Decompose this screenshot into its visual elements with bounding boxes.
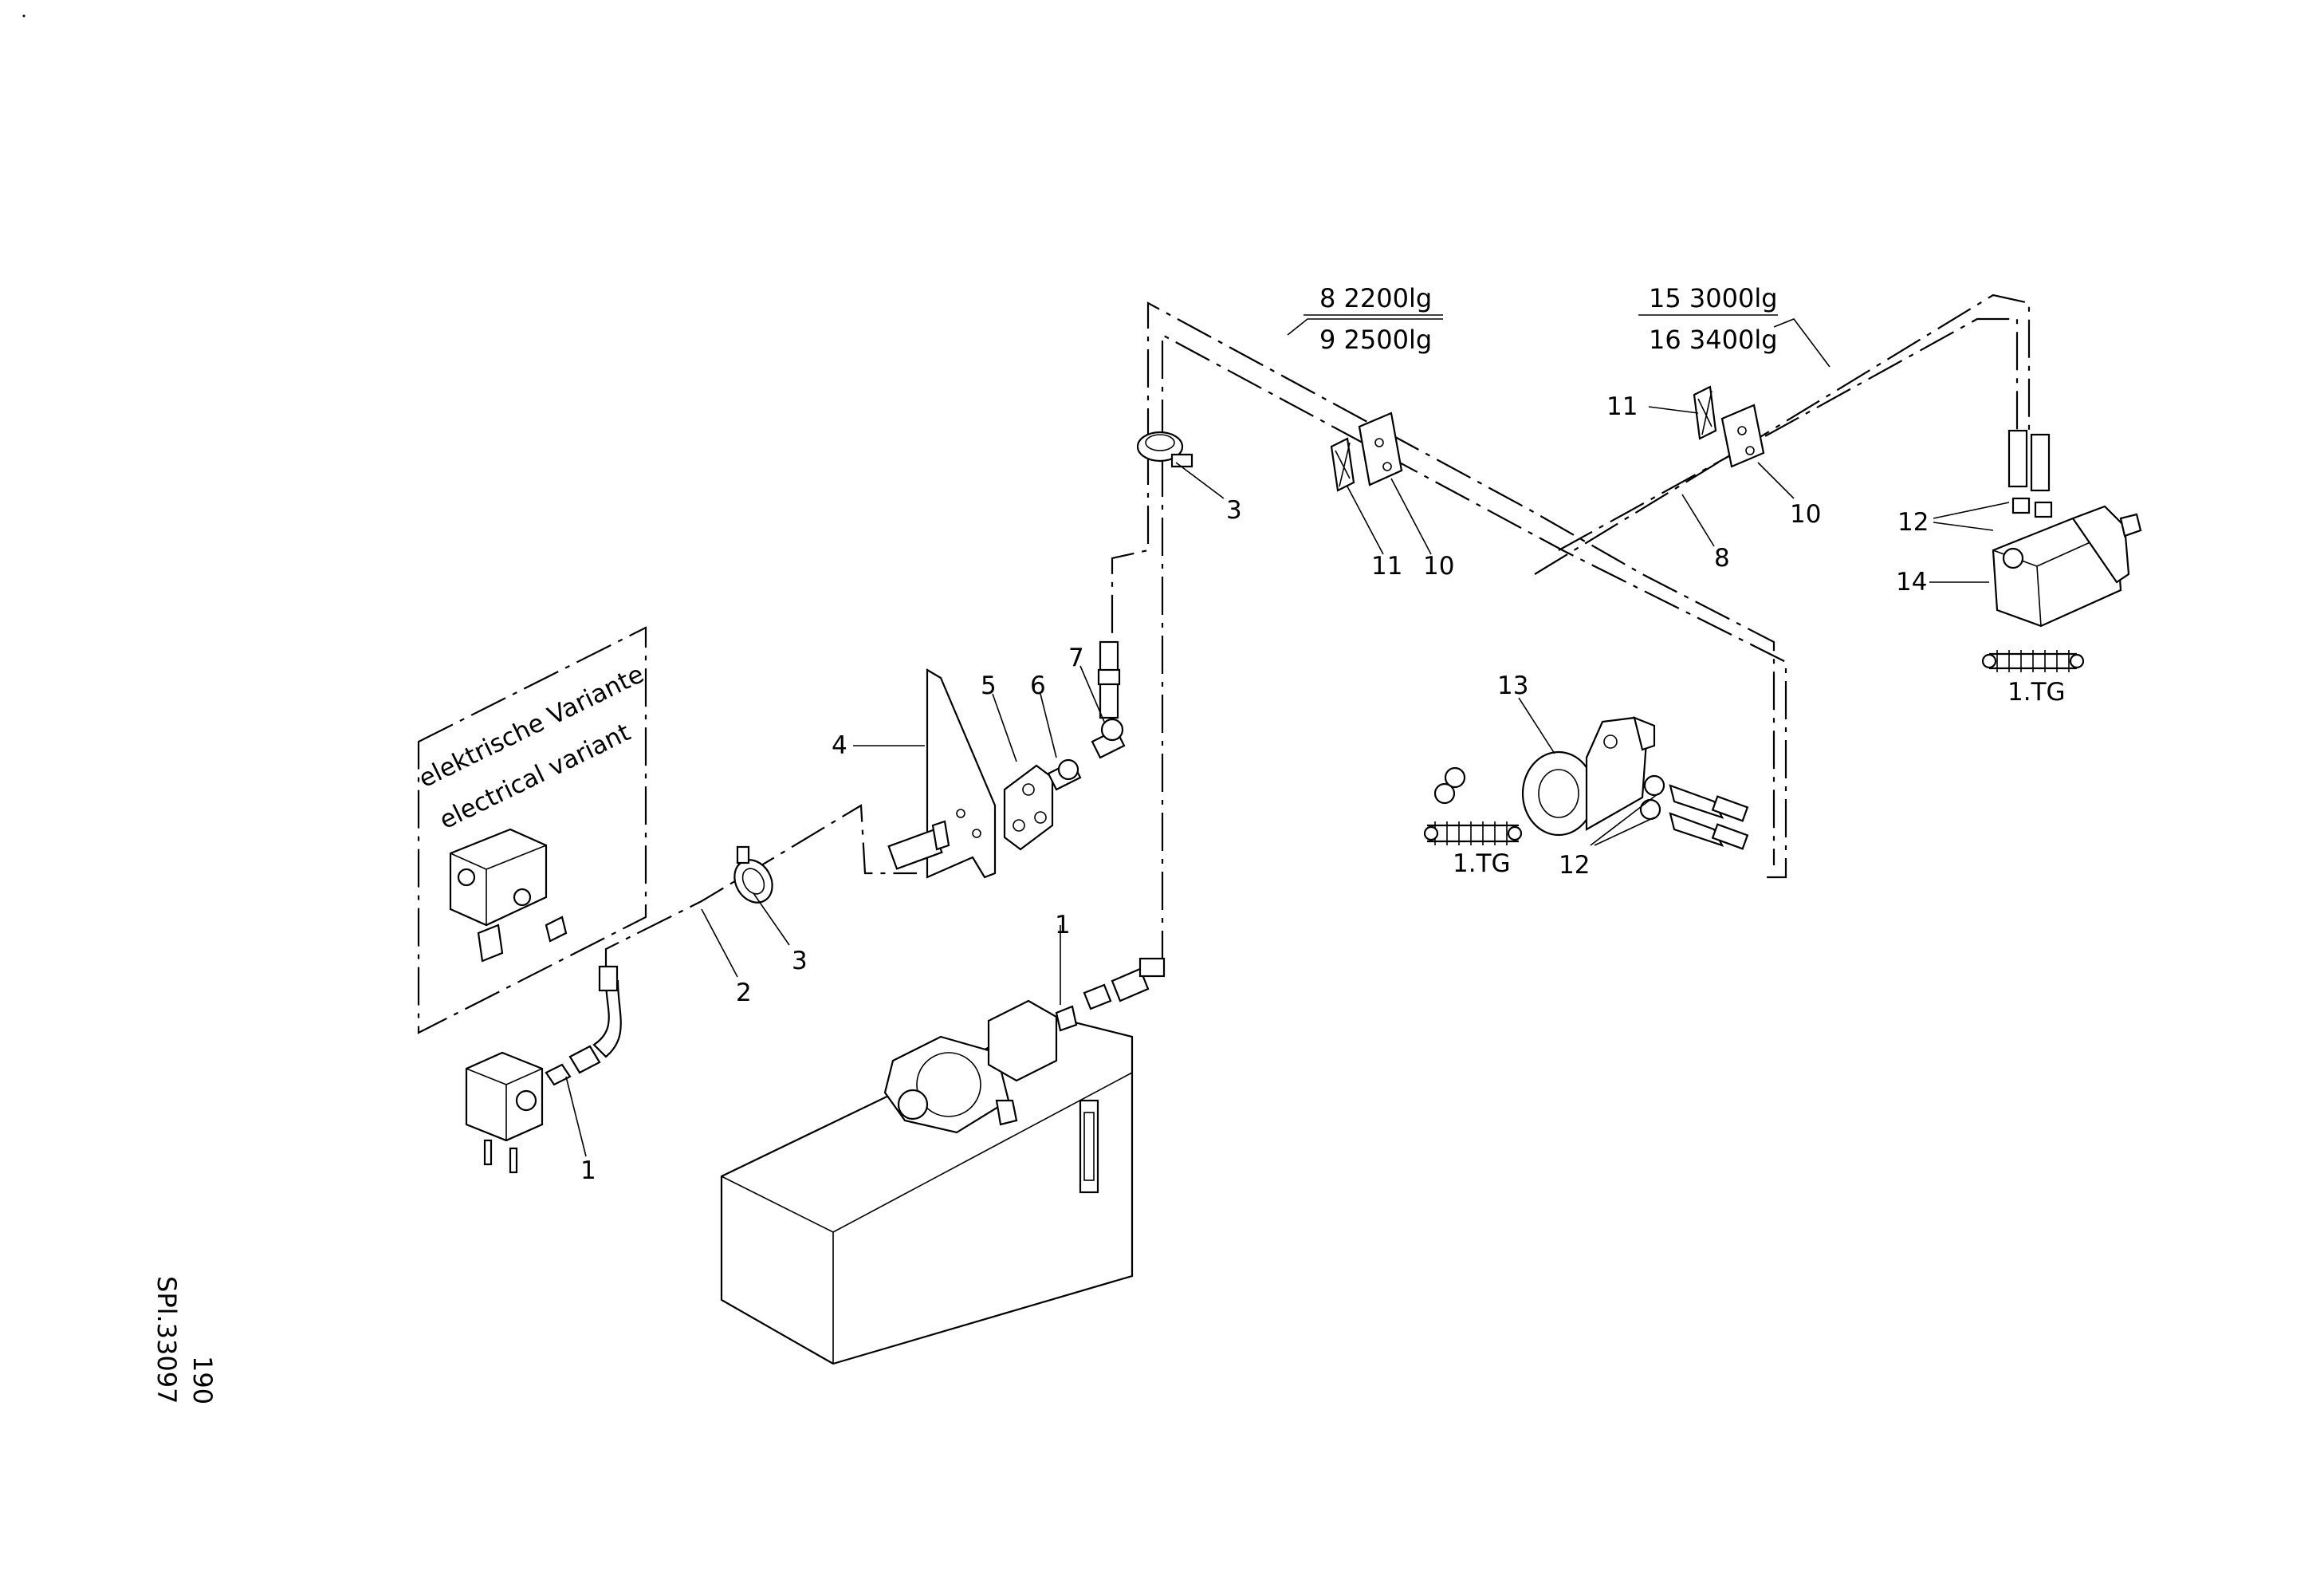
corner-dot bbox=[22, 14, 26, 18]
callout-10-left: 10 bbox=[1423, 552, 1454, 581]
adapter-fitting-left bbox=[545, 965, 622, 1086]
callout-2: 2 bbox=[736, 979, 752, 1007]
hose-table-1-row-1: 8 2200lg bbox=[1319, 283, 1432, 313]
callout-8: 8 bbox=[1714, 544, 1730, 573]
clamp-pair-left bbox=[1330, 412, 1403, 492]
callout-5: 5 bbox=[981, 671, 997, 700]
group-marker-left bbox=[1423, 766, 1523, 845]
callout-12-center: 12 bbox=[1559, 851, 1590, 880]
callout-10-right: 10 bbox=[1790, 500, 1821, 529]
hydraulic-tank bbox=[720, 1015, 1134, 1365]
callout-6: 6 bbox=[1030, 671, 1046, 700]
callout-7: 7 bbox=[1068, 644, 1084, 672]
callout-11-left: 11 bbox=[1371, 552, 1402, 581]
adapter-fitting-right bbox=[1083, 957, 1166, 1010]
hose-ends-13 bbox=[1669, 784, 1749, 850]
callout-4: 4 bbox=[832, 731, 847, 760]
group-mark-left: 1.TG bbox=[1453, 849, 1511, 878]
callout-12-right: 12 bbox=[1897, 508, 1929, 537]
group-mark-right: 1.TG bbox=[2007, 678, 2066, 707]
callout-3-lower: 3 bbox=[792, 947, 808, 975]
hose-length-table-2: 15 3000lg 16 3400lg bbox=[1649, 283, 1778, 355]
hydraulic-motor-13 bbox=[1521, 716, 1665, 837]
callout-3-upper: 3 bbox=[1226, 496, 1242, 525]
hose-clamp-lower bbox=[733, 845, 773, 904]
hydraulic-motor-14 bbox=[1992, 429, 2142, 628]
clamp-pair-right bbox=[1693, 385, 1765, 468]
fittings-6-7 bbox=[1047, 640, 1126, 791]
control-valve bbox=[465, 1051, 544, 1174]
group-marker-right bbox=[1981, 650, 2085, 672]
hose-lines bbox=[604, 293, 2031, 973]
drawing-code: SPl.33097 bbox=[151, 1276, 182, 1404]
solenoid-valve bbox=[449, 828, 568, 963]
callout-1-valve: 1 bbox=[580, 1156, 596, 1185]
leader-lines bbox=[565, 314, 2010, 1157]
hose-length-table-1: 8 2200lg 9 2500lg bbox=[1319, 283, 1432, 355]
pump-unit bbox=[883, 999, 1078, 1134]
callout-11-right: 11 bbox=[1606, 392, 1638, 421]
hose-table-1-row-2: 9 2500lg bbox=[1319, 325, 1432, 355]
callout-1-tank: 1 bbox=[1055, 911, 1071, 939]
hose-table-2-row-2: 16 3400lg bbox=[1649, 325, 1778, 355]
drawing-number: 190 bbox=[187, 1356, 218, 1404]
callout-13: 13 bbox=[1497, 671, 1528, 700]
callout-14: 14 bbox=[1896, 568, 1927, 597]
hose-clamp-upper bbox=[1136, 431, 1193, 468]
mounting-bracket bbox=[887, 668, 1054, 879]
hose-table-2-row-1: 15 3000lg bbox=[1649, 283, 1778, 313]
